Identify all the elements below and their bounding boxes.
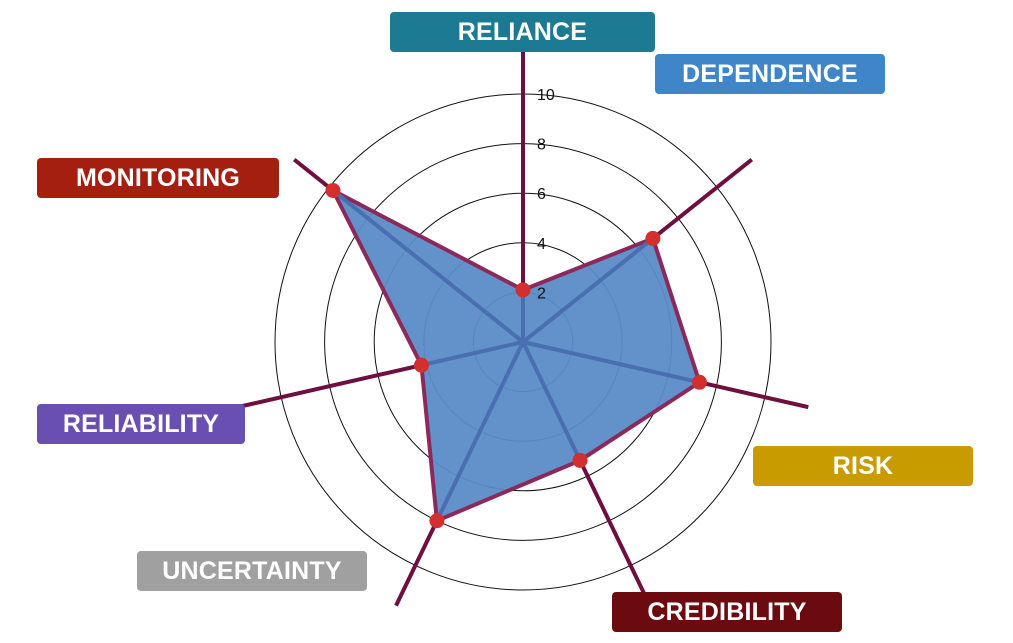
inner-spoke-dependence [521, 236, 655, 344]
inner-spoke-risk [522, 340, 700, 385]
axis-label-monitoring: MONITORING [37, 158, 279, 198]
tick-label-2: 2 [537, 285, 546, 302]
axis-label-reliability: RELIABILITY [37, 404, 245, 444]
inner-spoke-uncertainty [435, 341, 525, 522]
data-point-credibility [572, 452, 588, 468]
axis-label-credibility: CREDIBILITY [612, 592, 842, 632]
data-point-dependence [645, 230, 661, 246]
axis-label-risk: RISK [753, 446, 973, 486]
tick-label-4: 4 [537, 236, 546, 253]
tick-labels: 2 4 6 8 10 [537, 87, 555, 302]
inner-spoke-reliability [421, 340, 524, 368]
axis-label-uncertainty: UNCERTAINTY [137, 551, 367, 591]
inner-spoke-monitoring [331, 188, 525, 344]
data-point-reliance [515, 282, 531, 298]
data-point-uncertainty [429, 513, 445, 529]
data-points [325, 182, 708, 529]
data-point-reliability [413, 357, 429, 373]
data-point-risk [692, 374, 708, 390]
data-point-monitoring [325, 182, 341, 198]
axis-label-reliance: RELIANCE [390, 12, 655, 52]
tick-label-8: 8 [537, 137, 546, 154]
inner-spokes [331, 188, 700, 522]
tick-label-10: 10 [537, 87, 555, 104]
tick-label-6: 6 [537, 186, 546, 203]
axis-label-dependence: DEPENDENCE [655, 54, 885, 94]
inner-spoke-credibility [521, 341, 582, 462]
